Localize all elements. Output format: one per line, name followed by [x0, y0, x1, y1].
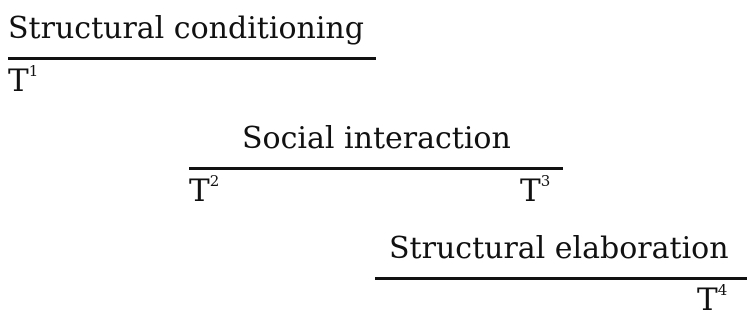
- time-marker-t3-sup: 3: [540, 172, 551, 190]
- time-marker-t4-sup: 4: [717, 281, 728, 299]
- time-marker-t4: T4: [697, 282, 727, 318]
- time-marker-t1: T1: [8, 63, 38, 99]
- time-marker-t1-sup: 1: [28, 62, 39, 80]
- phase-line-social-interaction: [189, 167, 563, 170]
- time-marker-t2: T2: [189, 173, 219, 209]
- time-marker-t3: T3: [520, 173, 550, 209]
- time-marker-t2-base: T: [189, 173, 210, 209]
- time-marker-t1-base: T: [8, 63, 29, 99]
- phase-line-structural-conditioning: [8, 57, 376, 60]
- phase-line-structural-elaboration: [375, 277, 747, 280]
- phase-label-structural-elaboration: Structural elaboration: [389, 231, 729, 266]
- time-marker-t3-base: T: [520, 173, 541, 209]
- phase-label-structural-conditioning: Structural conditioning: [8, 11, 364, 46]
- time-marker-t2-sup: 2: [209, 172, 220, 190]
- time-marker-t4-base: T: [697, 282, 718, 318]
- phase-label-social-interaction: Social interaction: [242, 121, 511, 156]
